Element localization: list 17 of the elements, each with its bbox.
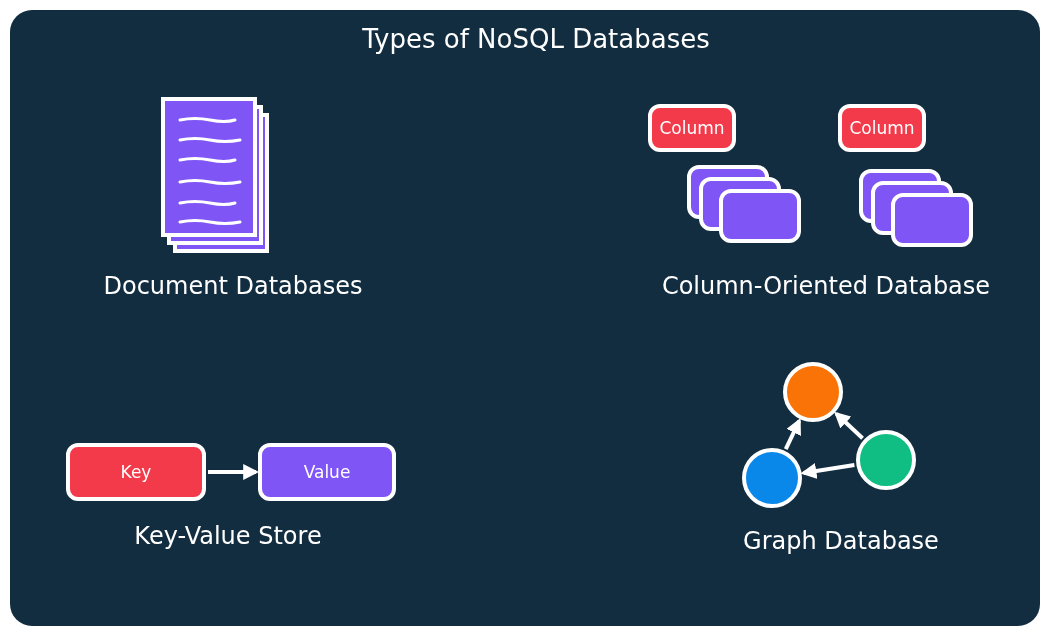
category-label: Key-Value Store	[134, 522, 322, 550]
category-label: Document Databases	[103, 272, 363, 300]
arrow	[834, 411, 864, 440]
key-value-box	[66, 443, 206, 501]
node-label: Value	[303, 462, 351, 482]
arrow	[783, 418, 802, 450]
node-label: Column	[849, 118, 915, 138]
title: Types of NoSQL Databases	[362, 24, 710, 54]
column-box	[838, 104, 926, 152]
column-box	[648, 104, 736, 152]
node-label: Key	[120, 462, 152, 482]
key-value-box	[258, 443, 396, 501]
arrow	[800, 463, 855, 479]
arrow	[208, 464, 260, 480]
category-label: Graph Database	[743, 527, 939, 555]
node-label: Column	[659, 118, 725, 138]
category-label: Column-Oriented Database	[661, 272, 991, 300]
